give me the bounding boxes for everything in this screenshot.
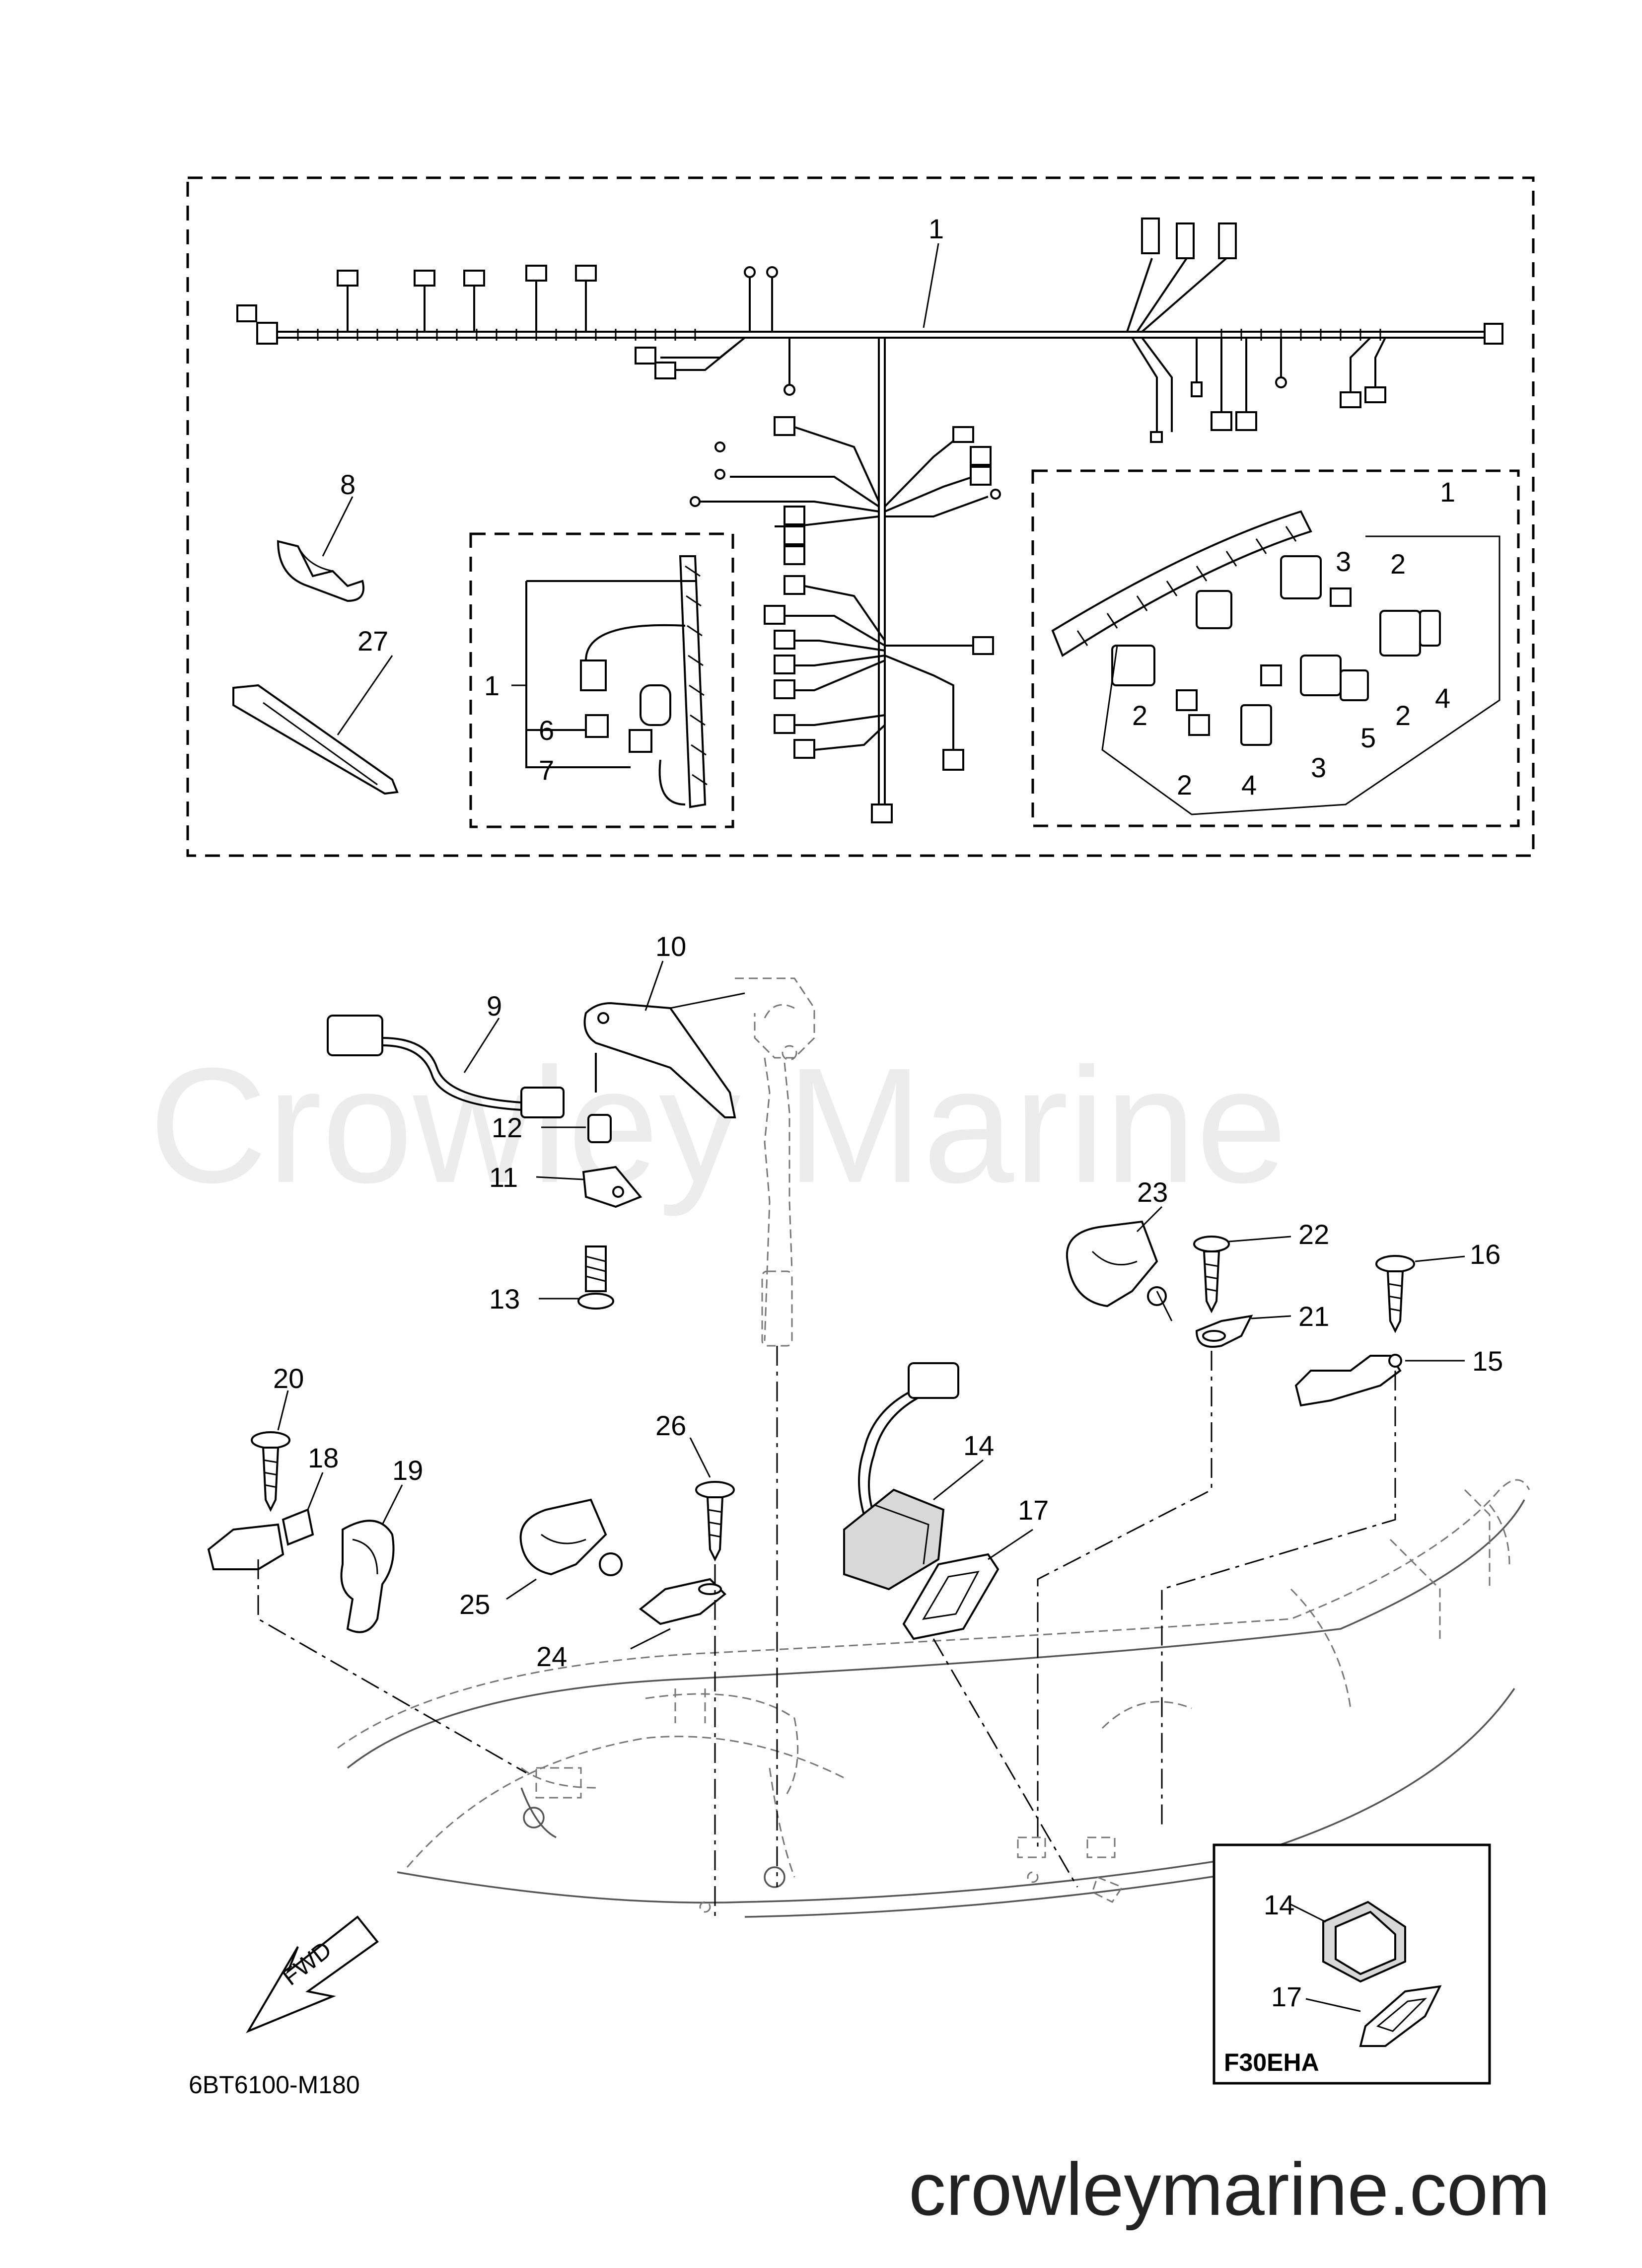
inset-callout-14: 14 [1264,1889,1294,1920]
callout-15: 15 [1472,1345,1503,1377]
drawing-code: 6BT6100-M180 [189,2071,360,2099]
callout-27: 27 [357,625,388,657]
band-27: 27 [232,625,399,795]
callout-21: 21 [1298,1301,1329,1332]
shift-rod-ghost [735,977,815,1347]
callout-10: 10 [655,931,686,962]
parts-18-19-20: 20 18 19 [207,1363,423,1633]
inset-model-label: F30EHA [1224,2049,1319,2076]
parts-11-12-13: 12 11 13 [489,1112,643,1315]
inset-callout-17: 17 [1271,1981,1302,2012]
part-9-switch: 9 [327,990,597,1118]
fwd-direction-badge: FWD [246,1915,379,2034]
connector-group: 1 2 3 2 4 2 5 2 3 4 [1051,476,1500,815]
bottom-cowling-ghost [337,1479,1530,1918]
watermark-text: Crowley Marine [149,1033,1287,1218]
callout-13: 13 [489,1283,520,1315]
callout-12: 12 [492,1112,522,1143]
clamp-8: 8 [277,469,364,602]
sub-harness-frame [469,532,734,828]
callout-20: 20 [273,1363,304,1394]
callout-conn-2c: 2 [1395,700,1411,731]
callout-25: 25 [459,1589,490,1620]
parts-21-22-23: 23 22 21 [1066,1176,1329,1348]
callout-26: 26 [655,1410,686,1441]
callout-19: 19 [392,1455,423,1486]
callout-14: 14 [963,1430,994,1461]
callout-18: 18 [308,1442,339,1473]
callout-harness-main: 1 [928,213,944,244]
callout-conn-3b: 3 [1311,752,1326,783]
callout-conn-4b: 4 [1241,769,1257,801]
callout-conn-5: 5 [1360,722,1376,753]
callout-22: 22 [1298,1219,1329,1250]
harness-frame [186,176,1535,857]
callout-23: 23 [1137,1176,1168,1208]
callout-17: 17 [1018,1494,1049,1526]
callout-subset-6: 6 [539,715,554,746]
parts-14-17: 14 17 [843,1362,1049,1640]
callout-24: 24 [536,1641,567,1672]
callout-conn-4a: 4 [1435,682,1450,714]
callout-subset-7: 7 [539,754,554,786]
model-inset: 14 17 F30EHA [1213,1843,1491,2085]
site-footer: crowleymarine.com [909,2147,1550,2231]
callout-11: 11 [489,1162,518,1193]
callout-9: 9 [487,990,502,1022]
callout-subset-1: 1 [484,670,500,701]
parts-15-16: 16 15 [1294,1239,1503,1407]
main-harness: 1 [236,213,1503,823]
callout-conn-3a: 3 [1336,546,1351,577]
sub-harness: 1 6 7 [484,555,708,808]
connector-frame [1031,469,1520,827]
callout-8: 8 [340,469,356,500]
callout-16: 16 [1470,1239,1500,1270]
callout-conn-group-1: 1 [1440,476,1455,508]
callout-conn-2d: 2 [1177,769,1192,801]
assembly-guide-lines [257,1346,1396,1922]
callout-conn-2a: 2 [1390,548,1406,580]
parts-24-25-26: 26 25 24 [459,1410,735,1672]
part-10-bracket: 10 [583,931,745,1118]
callout-conn-2b: 2 [1132,700,1147,731]
